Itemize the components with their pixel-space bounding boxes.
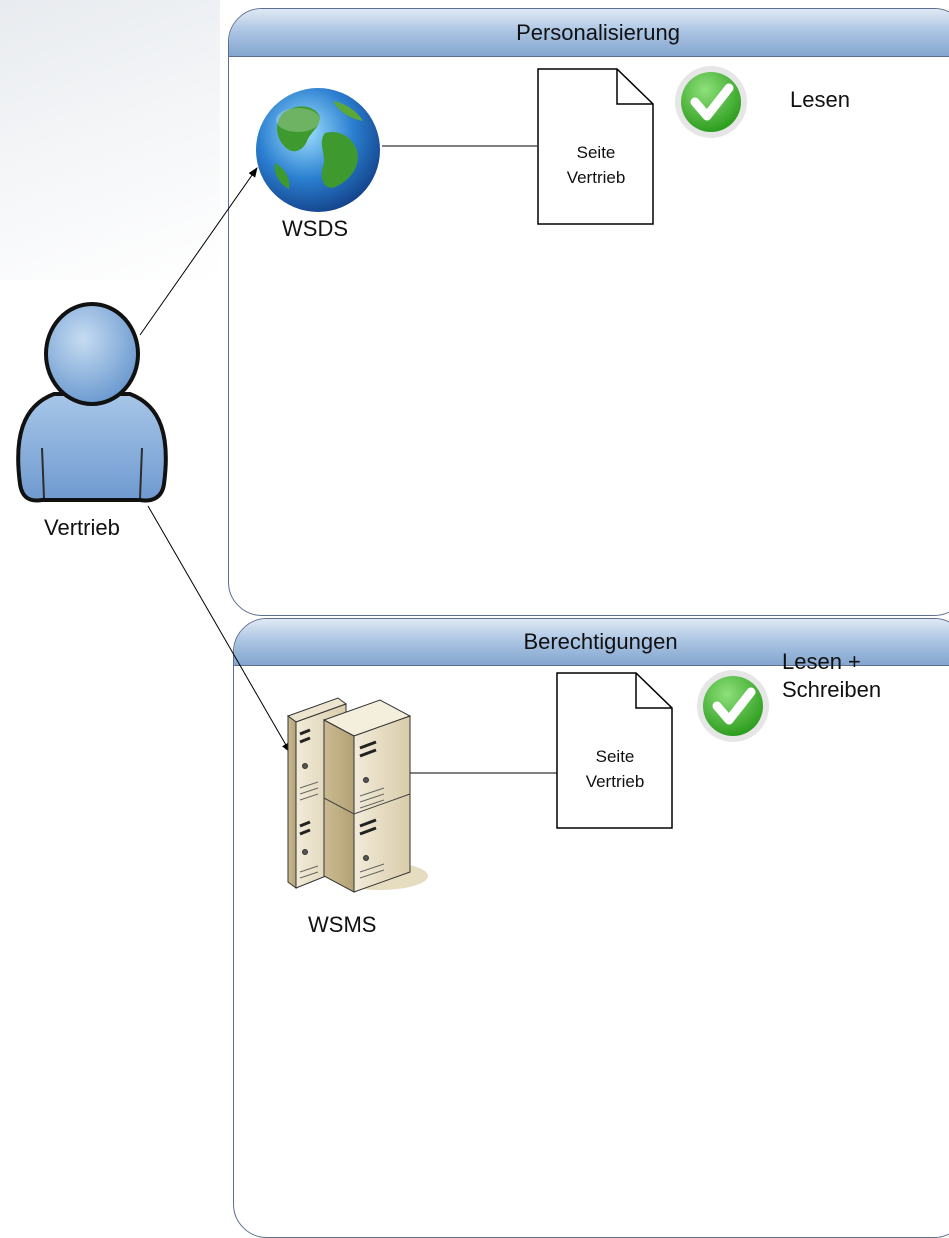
arrow-to-wsms [147,505,291,753]
permission-label-line1: Lesen [790,87,850,112]
server-icon [286,697,428,893]
globe-icon [256,88,380,212]
document-label: Seite Vertrieb [556,744,674,794]
permission-label-line1: Lesen + [782,649,861,674]
document-label: Seite Vertrieb [537,140,655,190]
document-label-line1: Seite [595,747,635,766]
document-icon [556,672,673,829]
document-label-line2: Vertrieb [585,772,645,791]
server-label: WSDS [282,216,348,241]
background-shade [0,0,220,280]
panel-title: Berechtigungen [234,619,949,666]
permission-label: Lesen + Schreiben [782,648,881,704]
document-label-line1: Seite [576,143,616,162]
document-icon [537,68,654,225]
actor-label: Vertrieb [44,515,120,540]
permission-label-line2: Schreiben [782,677,882,702]
checkmark-icon [697,670,769,742]
arrow-to-wsds [139,167,258,336]
document-label-line2: Vertrieb [566,168,626,187]
checkmark-icon [675,66,747,138]
panel-title: Personalisierung [229,9,949,57]
permission-label: Lesen [790,86,850,114]
user-icon [16,302,168,503]
server-label: WSMS [308,912,377,937]
